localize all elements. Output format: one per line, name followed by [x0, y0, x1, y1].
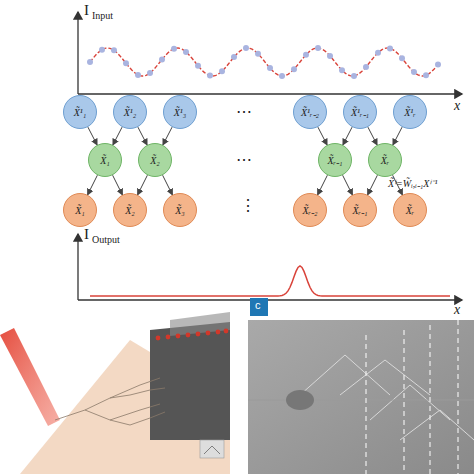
neuron-label: X̃ᵣ	[406, 205, 415, 216]
sample-dot	[279, 73, 285, 79]
sample-dot	[327, 53, 333, 59]
sample-dot	[387, 45, 393, 51]
weight-connection	[88, 127, 97, 145]
neuron-circle: X̃₂	[113, 193, 147, 227]
weight-connection	[138, 175, 148, 195]
weight-connection	[318, 175, 328, 195]
sample-dot	[159, 57, 165, 63]
neuron-circle: X̃ᵣ₋₂	[293, 193, 327, 227]
neuron-circle: X̃ᵣ₋₁	[343, 193, 377, 227]
sample-dot	[399, 55, 405, 61]
sample-dot	[135, 72, 141, 78]
sample-dot	[339, 67, 345, 73]
sem-image	[248, 320, 474, 474]
axis-subscript: Input	[92, 10, 113, 21]
neuron-circle: X̃¹₃	[163, 95, 197, 129]
weight-connection	[343, 175, 353, 195]
weight-connection	[113, 175, 123, 195]
sample-dot	[303, 52, 309, 58]
weight-connection	[368, 175, 378, 195]
weight-connection	[343, 127, 352, 145]
sample-dot	[267, 65, 273, 71]
neuron-label: X̃₁	[100, 155, 110, 166]
sample-dot	[315, 45, 321, 51]
neuron-label: X̃¹ᵣ₋₂	[301, 105, 319, 119]
neuron-label: X̃₁	[75, 205, 85, 216]
sample-dot	[243, 45, 249, 51]
axis-label: I	[84, 226, 89, 243]
axis-subscript: Output	[92, 234, 120, 245]
neuron-label: X̃₂	[125, 205, 135, 216]
sample-dot	[255, 51, 261, 57]
neuron-label: X̃¹₃	[174, 107, 187, 118]
neuron-label: X̃ᵣ₋₂	[302, 203, 317, 217]
sample-dot	[111, 47, 117, 53]
input-sinusoid	[90, 48, 440, 76]
neuron-circle: X̃¹ᵣ	[393, 95, 427, 129]
panel-tag: c	[255, 299, 261, 311]
sample-dot	[351, 73, 357, 79]
output-axes	[78, 234, 462, 300]
weight-connection	[113, 127, 122, 145]
sample-dot	[291, 66, 297, 72]
sample-dot	[171, 46, 177, 52]
sample-dot	[207, 73, 213, 79]
neuron-circle: X̃₂	[138, 143, 172, 177]
axis-label: x	[454, 302, 460, 318]
axis-label: I	[84, 2, 89, 19]
weight-connection	[163, 175, 173, 195]
ellipsis: ⋮	[240, 196, 256, 215]
weight-connection	[368, 127, 377, 145]
ellipsis: ⋯	[236, 102, 252, 121]
sample-dot	[219, 68, 225, 74]
neuron-circle: X̃¹ᵣ₋₂	[293, 95, 327, 129]
neuron-label: X̃¹ᵣ	[404, 107, 416, 118]
neuron-circle: X̃₃	[163, 193, 197, 227]
neuron-label: X̃₂	[150, 155, 160, 166]
neuron-label: X̃₃	[175, 205, 185, 216]
sample-dot	[183, 49, 189, 55]
sample-dot	[87, 59, 93, 65]
sample-dot	[363, 64, 369, 70]
sample-dot	[375, 50, 381, 56]
neuron-label: X̃ᵣ₋₁	[327, 153, 342, 167]
sample-dot	[99, 47, 105, 53]
neuron-label: X̃¹ᵣ₋₁	[351, 105, 369, 119]
neuron-circle: X̃₁	[88, 143, 122, 177]
sample-dot	[411, 69, 417, 75]
neuron-circle: X̃₁	[63, 193, 97, 227]
neuron-circle: X̃¹ᵣ₋₁	[343, 95, 377, 129]
neuron-circle: X̃¹₂	[113, 95, 147, 129]
neuron-circle: X̃ᵣ	[368, 143, 402, 177]
axis-label: x	[454, 98, 460, 114]
neuron-label: X̃ᵣ₋₁	[352, 203, 367, 217]
input-axes	[78, 12, 462, 94]
sample-dot	[231, 54, 237, 60]
sample-dot	[435, 62, 441, 68]
sample-dot	[195, 63, 201, 69]
output-peak	[90, 266, 450, 296]
neuron-circle: X̃ᵣ₋₁	[318, 143, 352, 177]
neuron-label: X̃¹₁	[74, 107, 87, 118]
weight-connection	[138, 127, 147, 145]
sample-dot	[123, 60, 129, 66]
sample-dot	[423, 72, 429, 78]
neuron-circle: X̃¹₁	[63, 95, 97, 129]
ellipsis: ⋯	[236, 150, 252, 169]
sample-dot	[147, 70, 153, 76]
neuron-label: X̃¹₂	[124, 107, 137, 118]
weight-connection	[318, 127, 327, 145]
weight-connection	[163, 127, 172, 145]
panel-tag-box	[250, 298, 268, 316]
layer-equation: X̃ⁱ=W̃ᵢ,ᵢ₋₁Xⁱ⁻¹	[388, 176, 437, 190]
device-rendering	[0, 312, 230, 474]
weight-connection	[393, 127, 402, 145]
sample-dots	[87, 45, 441, 79]
weight-connection	[88, 175, 98, 195]
neuron-label: X̃ᵣ	[381, 155, 390, 166]
neuron-circle: X̃ᵣ	[393, 193, 427, 227]
